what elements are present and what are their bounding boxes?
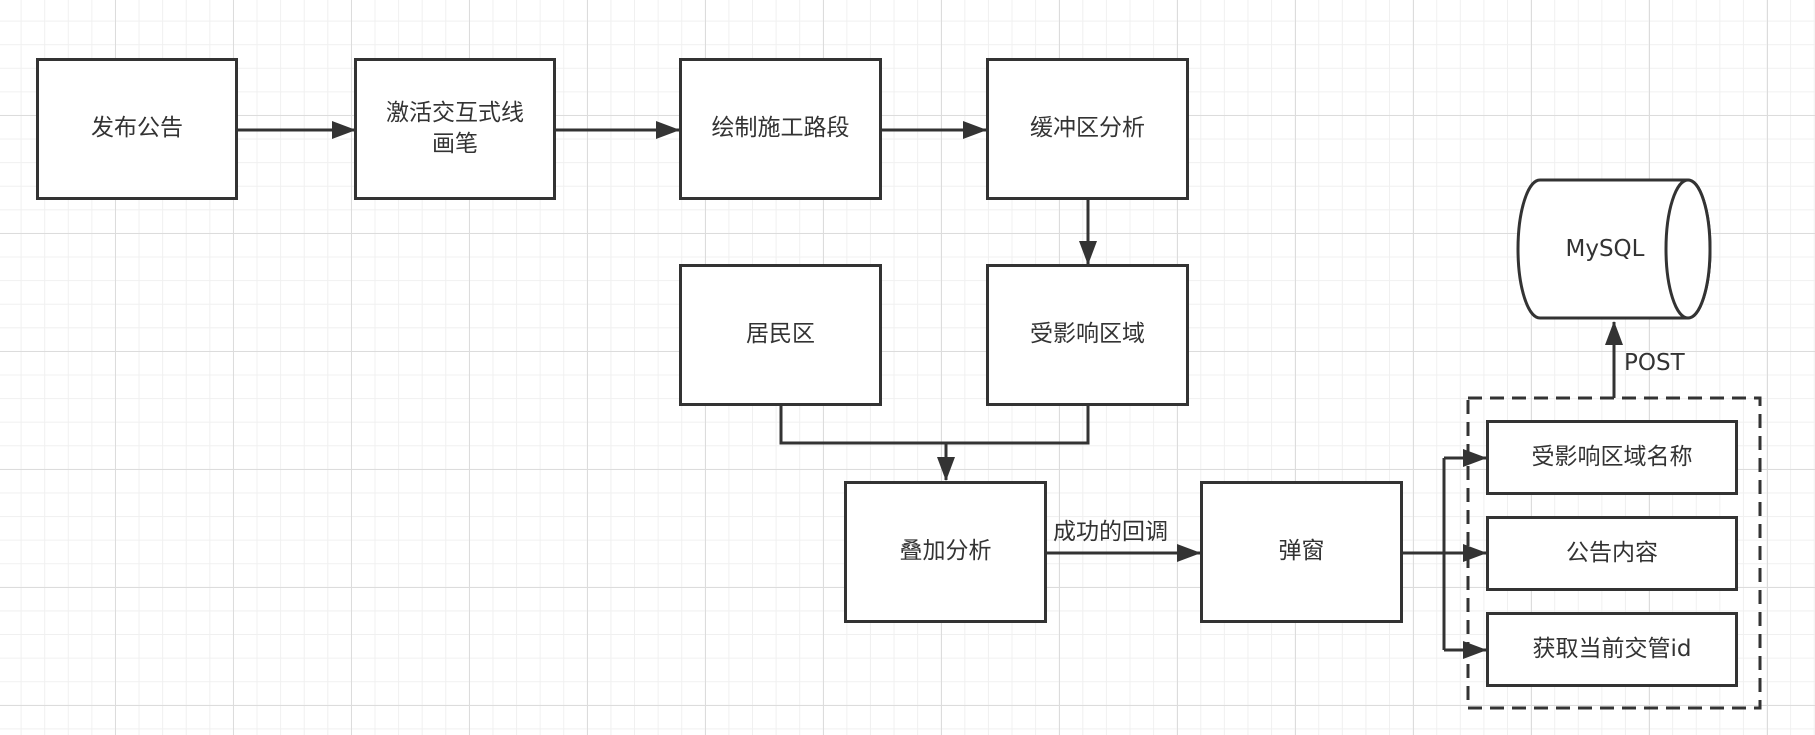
edge-label-post-text: POST	[1624, 350, 1685, 376]
mysql-database-icon	[1516, 178, 1712, 320]
node-draw-section-label: 绘制施工路段	[711, 115, 850, 142]
node-popup-label: 弹窗	[1278, 538, 1325, 565]
edge-label-success-callback-text: 成功的回调	[1053, 519, 1168, 545]
node-activate-pen-label: 激活交互式线 画笔	[386, 99, 524, 157]
node-activate-pen[interactable]: 激活交互式线 画笔	[354, 58, 556, 200]
node-notice-content-label: 公告内容	[1566, 539, 1658, 566]
node-affected-area-name-label: 受影响区域名称	[1531, 443, 1693, 470]
edge-residential-merge	[779, 405, 1090, 445]
node-notice-content[interactable]: 公告内容	[1486, 516, 1738, 591]
edge-label-success-callback: 成功的回调	[1053, 512, 1168, 546]
node-affected-area-label: 受影响区域	[1030, 321, 1145, 348]
node-buffer-analysis-label: 缓冲区分析	[1030, 115, 1145, 142]
node-buffer-analysis[interactable]: 缓冲区分析	[986, 58, 1189, 200]
node-affected-area-name[interactable]: 受影响区域名称	[1486, 420, 1738, 495]
node-residential-label: 居民区	[746, 321, 815, 348]
node-mysql-label[interactable]: MySQL	[1525, 180, 1685, 318]
node-get-traffic-id[interactable]: 获取当前交管id	[1486, 612, 1738, 687]
node-popup[interactable]: 弹窗	[1200, 481, 1403, 623]
mysql-label-text: MySQL	[1565, 236, 1645, 262]
node-draw-section[interactable]: 绘制施工路段	[679, 58, 882, 200]
edge-label-post: POST	[1624, 350, 1685, 376]
node-overlay-analysis-label: 叠加分析	[899, 538, 992, 565]
node-overlay-analysis[interactable]: 叠加分析	[844, 481, 1047, 623]
node-publish-notice-label: 发布公告	[91, 115, 183, 142]
node-residential[interactable]: 居民区	[679, 264, 882, 406]
node-get-traffic-id-label: 获取当前交管id	[1532, 635, 1692, 662]
node-affected-area[interactable]: 受影响区域	[986, 264, 1189, 406]
node-publish-notice[interactable]: 发布公告	[36, 58, 238, 200]
